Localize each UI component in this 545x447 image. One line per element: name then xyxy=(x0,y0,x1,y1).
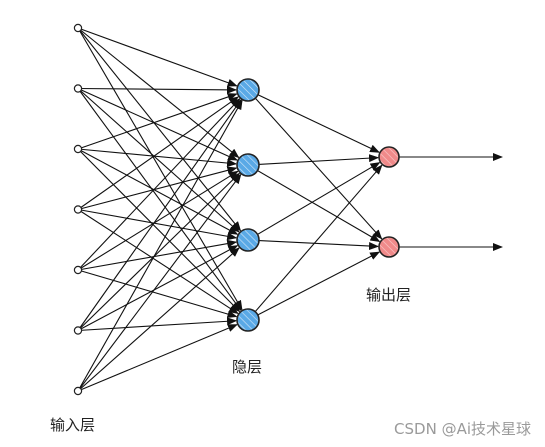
edge-hidden-4-output-2 xyxy=(247,251,381,321)
edge-input-5-hidden-3 xyxy=(77,239,238,271)
nodes xyxy=(73,23,400,396)
edge-hidden-1-output-1 xyxy=(247,89,380,153)
edge-input-1-hidden-2 xyxy=(77,27,240,159)
output-node-1 xyxy=(378,146,400,168)
edge-hidden-3-output-2 xyxy=(247,239,380,251)
watermark: CSDN @Ai技术星球 xyxy=(394,420,531,438)
input-node-5 xyxy=(73,265,83,275)
edge-input-1-hidden-4 xyxy=(77,27,243,311)
edge-hidden-3-output-1 xyxy=(247,162,381,241)
edge-input-4-hidden-2 xyxy=(77,166,238,211)
input-node-2 xyxy=(73,84,83,93)
edge-input-1-hidden-1 xyxy=(77,27,238,87)
hidden-node-1 xyxy=(236,78,260,102)
edge-hidden-2-output-1 xyxy=(247,154,380,166)
edge-input-6-hidden-2 xyxy=(77,172,241,331)
edge-input-1-hidden-3 xyxy=(77,27,242,232)
edge-input-2-hidden-1 xyxy=(77,85,238,94)
edge-input-5-hidden-4 xyxy=(77,269,238,318)
edge-input-7-hidden-3 xyxy=(77,247,240,392)
input-node-1 xyxy=(73,23,83,33)
edge-input-2-hidden-2 xyxy=(77,87,238,161)
edge-input-2-hidden-4 xyxy=(77,88,242,312)
edge-input-3-hidden-4 xyxy=(77,148,241,313)
edge-input-5-hidden-2 xyxy=(77,170,239,271)
edge-input-3-hidden-1 xyxy=(77,93,238,150)
input-node-3 xyxy=(73,144,83,154)
edge-input-3-hidden-3 xyxy=(77,148,239,235)
edge-input-4-hidden-4 xyxy=(77,209,239,315)
edge-input-7-hidden-4 xyxy=(77,324,238,392)
edge-input-3-hidden-2 xyxy=(77,148,238,168)
input-node-6 xyxy=(73,326,83,335)
edge-input-7-hidden-1 xyxy=(77,99,243,392)
input-to-hidden-connections xyxy=(77,27,243,392)
edge-input-5-hidden-1 xyxy=(77,97,241,271)
edge-hidden-1-output-2 xyxy=(247,89,383,240)
edge-input-6-hidden-1 xyxy=(77,98,242,331)
output-arrows xyxy=(399,153,503,251)
edge-input-4-hidden-3 xyxy=(77,208,238,241)
hidden-node-4 xyxy=(236,308,260,332)
edge-input-6-hidden-4 xyxy=(77,317,238,332)
hidden-to-output-connections xyxy=(247,89,383,321)
output-node-2 xyxy=(378,236,400,258)
input-node-4 xyxy=(73,205,83,214)
edge-input-2-hidden-3 xyxy=(77,88,240,233)
edge-hidden-4-output-1 xyxy=(247,164,383,321)
edge-input-7-hidden-2 xyxy=(77,173,242,392)
edge-input-4-hidden-1 xyxy=(77,96,240,210)
hidden-layer-label: 隐层 xyxy=(232,358,263,376)
edge-input-6-hidden-3 xyxy=(77,245,239,331)
input-layer-label: 输入层 xyxy=(50,416,96,434)
hidden-node-2 xyxy=(236,153,260,177)
input-node-7 xyxy=(73,386,83,396)
edge-hidden-2-output-2 xyxy=(247,164,381,242)
hidden-node-3 xyxy=(236,228,260,252)
output-layer-label: 输出层 xyxy=(366,286,412,304)
